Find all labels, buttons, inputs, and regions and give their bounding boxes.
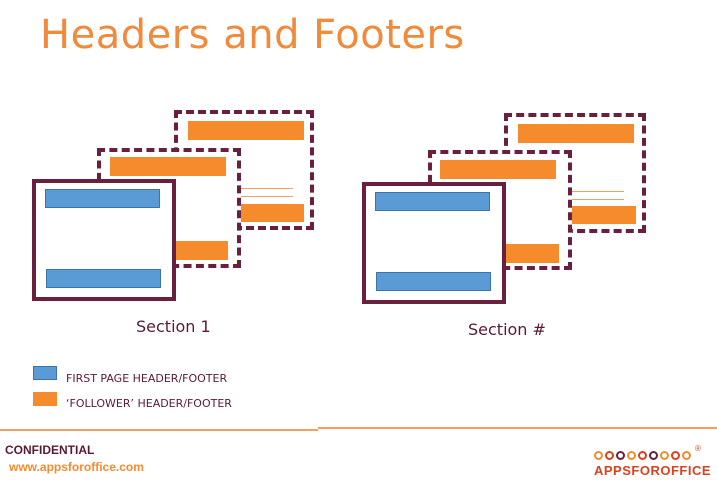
first-page-footer-bar <box>46 269 161 288</box>
first-page-footer-bar <box>376 272 491 291</box>
first-page-header-bar <box>375 192 490 211</box>
logo-dot-icon <box>649 451 658 460</box>
footer-divider-right <box>318 427 717 429</box>
follower-header-bar <box>110 157 226 176</box>
legend-swatch-first-page <box>33 366 57 380</box>
logo-dot-icon <box>605 451 614 460</box>
slide-title: Headers and Footers <box>40 12 465 58</box>
follower-footer-bar <box>238 204 304 222</box>
logo-dot-icon <box>660 451 669 460</box>
legend-label-follower: ‘FOLLOWER’ HEADER/FOOTER <box>66 397 232 410</box>
section-n-caption: Section # <box>468 320 546 339</box>
follower-footer-bar <box>160 241 228 260</box>
logo-dot-icon <box>638 451 647 460</box>
follower-footer-bar <box>491 244 559 263</box>
logo-dot-icon <box>627 451 636 460</box>
logo-dot-icon <box>594 451 603 460</box>
logo-dot-icon <box>671 451 680 460</box>
follower-header-bar <box>188 121 304 140</box>
website-link[interactable]: www.appsforoffice.com <box>9 460 144 474</box>
text-line <box>569 191 624 192</box>
follower-header-bar <box>440 160 556 179</box>
logo-dot-icon <box>682 451 691 460</box>
legend-swatch-follower <box>33 392 57 406</box>
text-line <box>238 196 293 197</box>
legend-label-first-page: FIRST PAGE HEADER/FOOTER <box>66 372 228 385</box>
first-page-header-bar <box>45 189 160 208</box>
logo-dot-icon <box>616 451 625 460</box>
logo-text: APPSFOROFFICE <box>594 463 712 478</box>
footer-divider-left <box>0 429 318 431</box>
follower-footer-bar <box>569 206 636 224</box>
registered-mark: ® <box>695 444 701 453</box>
text-line <box>569 199 624 200</box>
section-1-caption: Section 1 <box>136 317 211 336</box>
text-line <box>238 188 293 189</box>
follower-header-bar <box>518 124 634 143</box>
confidential-label: CONFIDENTIAL <box>5 443 95 457</box>
